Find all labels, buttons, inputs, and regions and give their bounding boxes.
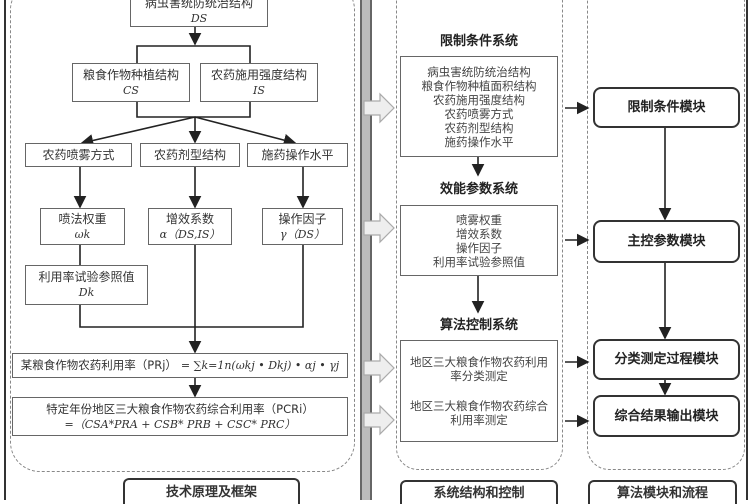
list-item: 粮食作物种植面积结构 (421, 78, 537, 93)
module-label: 综合结果输出模块 (614, 408, 719, 424)
list-item: 病虫害统防统治结构 (427, 64, 531, 79)
constraints-list: 病虫害统防统治结构 粮食作物种植面积结构 农药施用强度结构 农药喷雾方式 农药剂… (400, 56, 558, 157)
synergy-box: 增效系数 α（DS,IS） (148, 208, 232, 245)
operation-factor-symbol: γ（DS） (280, 227, 325, 241)
left-footer-text: 技术原理及框架 (165, 484, 257, 500)
left-footer-label: 技术原理及框架 (123, 478, 300, 504)
cs-symbol: CS (123, 83, 139, 97)
formulation-box: 农药剂型结构 (140, 143, 240, 167)
module-label: 限制条件模块 (627, 100, 706, 115)
operation-factor-box: 操作因子 γ（DS） (262, 208, 343, 245)
ds-label: 病虫害统防统治结构 (144, 0, 253, 10)
spray-method-label: 农药喷雾方式 (42, 147, 115, 162)
ds-box: 病虫害统防统治结构 DS (130, 0, 268, 27)
list-item: 喷雾权重 (456, 212, 502, 227)
right-footer-text: 算法模块和流程 (616, 485, 708, 501)
right-border-line (746, 0, 748, 500)
module-label: 主控参数模块 (627, 234, 706, 249)
operation-factor-label: 操作因子 (278, 211, 327, 226)
flow-arrow-2 (363, 212, 395, 244)
right-footer-label: 算法模块和流程 (588, 480, 737, 504)
section-title-constraints: 限制条件系统 (439, 34, 518, 49)
list-item: 操作因子 (456, 240, 502, 255)
list-item: 增效系数 (456, 226, 502, 241)
algorithm-list: 地区三大粮食作物农药利用率分类测定 地区三大粮食作物农药综合利用率测定 (400, 340, 558, 442)
module-output: 综合结果输出模块 (593, 395, 740, 437)
operation-level-box: 施药操作水平 (247, 143, 348, 167)
list-item: 施药操作水平 (444, 134, 514, 149)
formula2-label: 特定年份地区三大粮食作物农药综合利用率（PCRi） (46, 401, 314, 416)
formulation-label: 农药剂型结构 (153, 147, 226, 162)
flow-arrow-1 (363, 92, 395, 124)
reference-label: 利用率试验参照值 (38, 270, 135, 284)
weight-symbol: ωk (74, 227, 91, 241)
flow-arrow-3 (363, 352, 395, 384)
list-item: 利用率试验参照值 (433, 254, 525, 269)
formula2-expression: =（CSA*PRA + CSB* PRB + CSC* PRC） (64, 417, 296, 431)
middle-panel-frame (396, 0, 563, 470)
list-item: 农药喷雾方式 (444, 106, 514, 121)
reference-symbol: Dk (78, 286, 95, 299)
formula1-box: 某粮食作物农药利用率（PRj） = ∑k=1n(ωkj • Dkj) • αj … (12, 353, 348, 378)
reference-box: 利用率试验参照值 Dk (25, 265, 148, 305)
is-box: 农药施用强度结构 IS (200, 63, 318, 102)
ds-symbol: DS (190, 12, 208, 25)
is-symbol: IS (253, 83, 265, 97)
synergy-symbol: α（DS,IS） (159, 227, 221, 241)
weight-label: 喷法权重 (58, 211, 107, 226)
module-constraints: 限制条件模块 (593, 87, 740, 128)
synergy-label: 增效系数 (165, 211, 214, 226)
middle-footer-text: 系统结构和控制 (433, 485, 525, 501)
list-item: 农药施用强度结构 (433, 92, 525, 107)
spray-method-box: 农药喷雾方式 (25, 143, 132, 167)
middle-footer-label: 系统结构和控制 (400, 480, 558, 504)
module-label: 分类测定过程模块 (614, 352, 719, 367)
module-classification: 分类测定过程模块 (593, 339, 740, 380)
cs-label: 粮食作物种植结构 (82, 67, 179, 82)
formula1-expression: = ∑k=1n(ωkj • Dkj) • αj • γj (180, 359, 340, 372)
flow-arrow-4 (363, 404, 395, 436)
cs-box: 粮食作物种植结构 CS (72, 63, 190, 102)
formula2-box: 特定年份地区三大粮食作物农药综合利用率（PCRi） =（CSA*PRA + CS… (12, 397, 348, 436)
efficiency-list: 喷雾权重 增效系数 操作因子 利用率试验参照值 (400, 205, 558, 276)
list-item: 农药剂型结构 (444, 120, 514, 135)
formula1-label: 某粮食作物农药利用率（PRj） (20, 358, 177, 372)
section-title-algorithm: 算法控制系统 (439, 318, 518, 333)
section-title-efficiency: 效能参数系统 (439, 182, 518, 197)
list-item: 地区三大粮食作物农药利用率分类测定 (410, 355, 548, 383)
is-label: 农药施用强度结构 (210, 67, 307, 82)
operation-level-label: 施药操作水平 (261, 147, 334, 162)
list-item: 地区三大粮食作物农药综合利用率测定 (410, 399, 548, 427)
left-border-line (4, 0, 6, 500)
weight-box: 喷法权重 ωk (40, 208, 125, 245)
left-panel-frame (10, 0, 355, 472)
module-master-params: 主控参数模块 (593, 220, 740, 263)
